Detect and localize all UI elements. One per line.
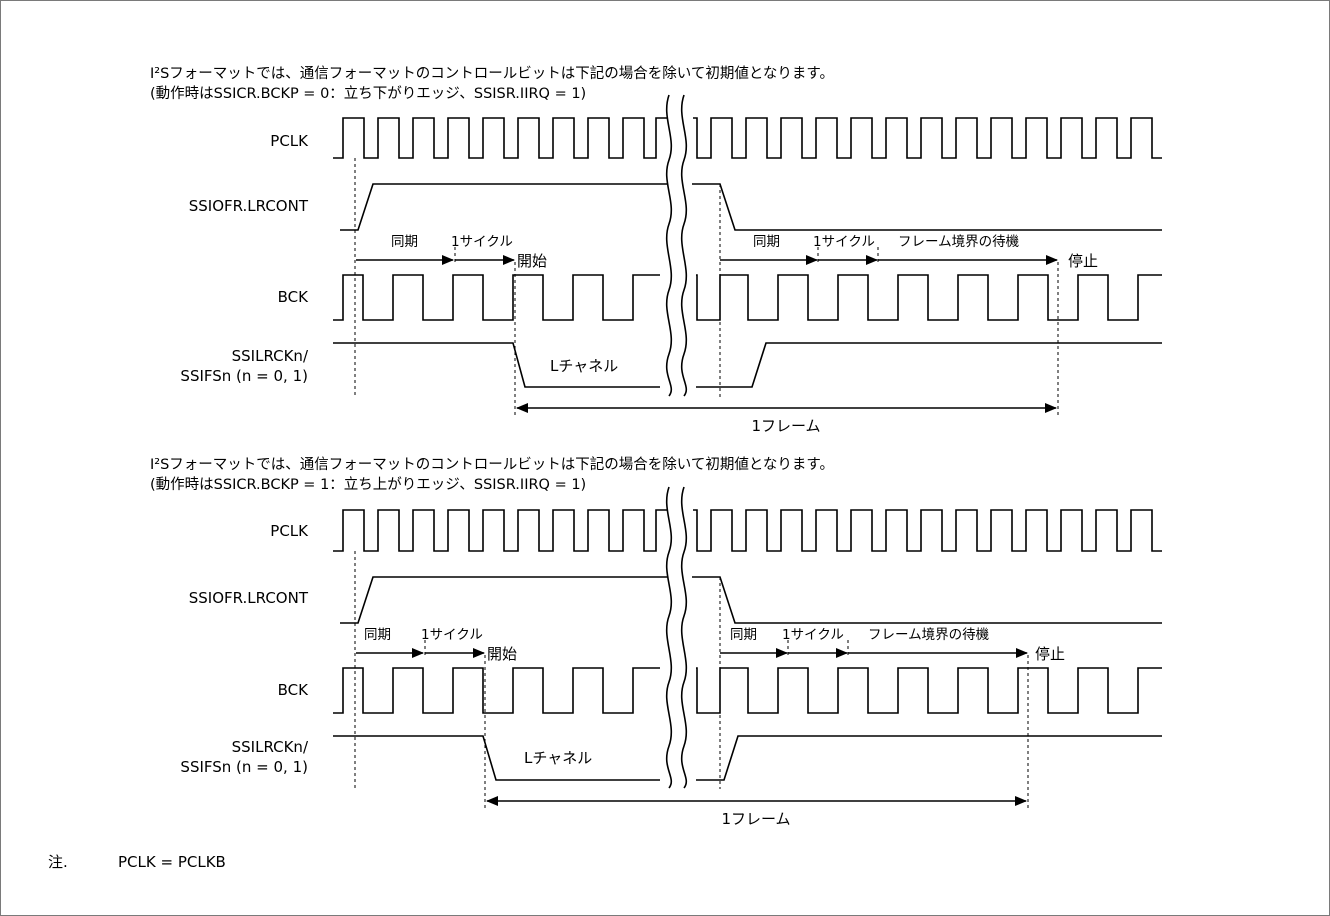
phase-sync2-label: 同期 xyxy=(730,627,757,643)
note-label: 注. xyxy=(48,853,68,871)
timing-panel-2: I²Sフォーマットでは、通信フォーマットのコントロールビットは下記の場合を除いて… xyxy=(150,456,1162,828)
l-channel-label: Lチャネル xyxy=(550,357,618,375)
phase-wait-label: フレーム境界の待機 xyxy=(868,627,990,643)
pclk-waveform xyxy=(333,509,1162,552)
phase-sync-label: 同期 xyxy=(391,234,418,250)
phase-stop-label: 停止 xyxy=(1068,252,1098,270)
note-text: PCLK = PCLKB xyxy=(118,853,226,871)
lrcont-label: SSIOFR.LRCONT xyxy=(189,589,309,607)
phase-wait-label: フレーム境界の待機 xyxy=(898,234,1020,250)
pclk-label: PCLK xyxy=(270,522,309,540)
panel-2-condition: (動作時はSSICR.BCKP = 1：立ち上がりエッジ、SSISR.IIRQ … xyxy=(150,476,586,493)
bck-waveform xyxy=(333,667,1162,714)
lrck-label-line2: SSIFSn (n = 0, 1) xyxy=(180,758,308,776)
phase-start-label: 開始 xyxy=(517,252,547,270)
frame-label: 1フレーム xyxy=(751,417,820,435)
lrcont-label: SSIOFR.LRCONT xyxy=(189,197,309,215)
l-channel-label: Lチャネル xyxy=(524,749,592,767)
phase-sync-label: 同期 xyxy=(364,627,391,643)
phase-stop-label: 停止 xyxy=(1035,645,1065,663)
time-break-mark xyxy=(665,486,688,789)
phase-cycle-label: 1サイクル xyxy=(451,234,513,250)
lrck-label-line2: SSIFSn (n = 0, 1) xyxy=(180,367,308,385)
lrck-waveform xyxy=(333,735,1162,781)
panel-2-description: I²Sフォーマットでは、通信フォーマットのコントロールビットは下記の場合を除いて… xyxy=(150,456,834,473)
phase-start-label: 開始 xyxy=(487,645,517,663)
lrck-label-line1: SSILRCKn/ xyxy=(232,738,309,756)
panel-1-description: I²Sフォーマットでは、通信フォーマットのコントロールビットは下記の場合を除いて… xyxy=(150,65,834,82)
pclk-waveform xyxy=(333,117,1162,159)
bck-waveform xyxy=(333,274,1162,321)
phase-cycle-label: 1サイクル xyxy=(421,627,483,643)
panel-1-condition: (動作時はSSICR.BCKP = 0：立ち下がりエッジ、SSISR.IIRQ … xyxy=(150,85,586,102)
phase-sync2-label: 同期 xyxy=(753,234,780,250)
lrck-label-line1: SSILRCKn/ xyxy=(232,347,309,365)
lrcont-waveform xyxy=(340,183,1162,231)
bck-label: BCK xyxy=(278,288,310,306)
lrck-waveform xyxy=(333,342,1162,388)
time-break-mark xyxy=(665,94,688,397)
pclk-label: PCLK xyxy=(270,132,309,150)
timing-panel-1: I²Sフォーマットでは、通信フォーマットのコントロールビットは下記の場合を除いて… xyxy=(150,65,1162,435)
phase-cycle2-label: 1サイクル xyxy=(782,627,844,643)
phase-cycle2-label: 1サイクル xyxy=(813,234,875,250)
frame-label: 1フレーム xyxy=(721,810,790,828)
bck-label: BCK xyxy=(278,681,310,699)
lrcont-waveform xyxy=(340,576,1162,624)
